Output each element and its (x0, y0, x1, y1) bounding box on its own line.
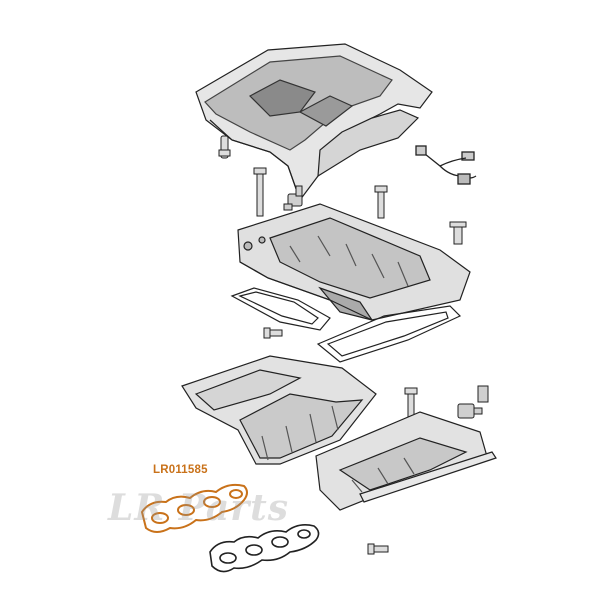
watermark-text: LR Parts (108, 487, 290, 529)
upper-gasket-left (230, 287, 331, 331)
highlighted-intake-gasket (140, 483, 248, 533)
long-bolt (253, 167, 267, 217)
cover-stud (218, 135, 231, 159)
sensor-right (457, 385, 489, 419)
lower-intake-manifold-left (181, 355, 377, 465)
intake-gasket (209, 524, 320, 573)
upper-intake-manifold (237, 203, 471, 321)
lower-intake-manifold-right (315, 411, 489, 511)
right-bolt (449, 221, 467, 245)
part-number-label: LR011585 (153, 464, 208, 476)
middle-bolt (263, 327, 283, 339)
engine-cover (195, 43, 433, 202)
upper-bolt (374, 185, 388, 219)
sensor-left (283, 185, 303, 211)
gasket-strip (359, 451, 497, 503)
bottom-bolt (367, 543, 389, 555)
wiring-harness (415, 145, 477, 185)
upper-gasket-right (316, 305, 462, 363)
